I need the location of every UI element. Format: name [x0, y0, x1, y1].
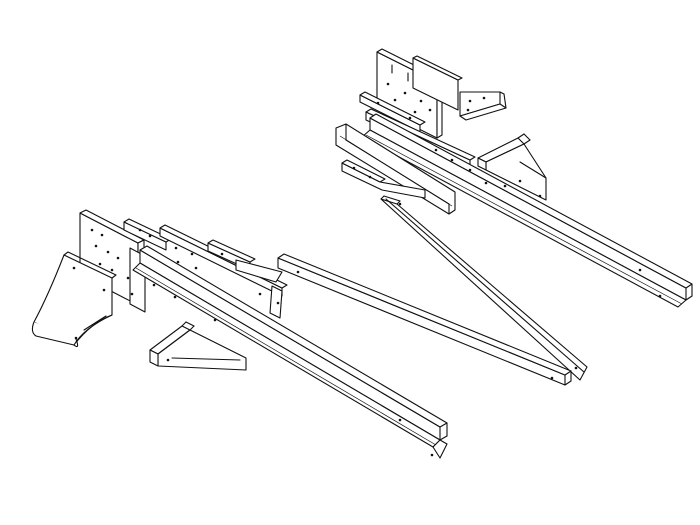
- upper-holes: [352, 82, 662, 370]
- lower-left-assembly: [31, 209, 572, 459]
- upper-long-channel: [361, 113, 693, 308]
- lower-curved-chute: [31, 251, 117, 348]
- upper-right-assembly: [335, 48, 693, 381]
- lower-long-channel: [132, 245, 448, 459]
- upper-angle-clip: [459, 91, 507, 121]
- upper-hopper-bracket: [477, 133, 547, 201]
- lower-small-angle: [207, 239, 283, 283]
- lower-long-bar: [277, 253, 572, 386]
- lower-holes: [72, 228, 554, 457]
- upper-gusset-plate: [412, 55, 463, 111]
- upper-diagonal-strut: [380, 195, 588, 381]
- lower-u-bracket: [149, 321, 247, 371]
- upper-lower-flat: [341, 159, 426, 199]
